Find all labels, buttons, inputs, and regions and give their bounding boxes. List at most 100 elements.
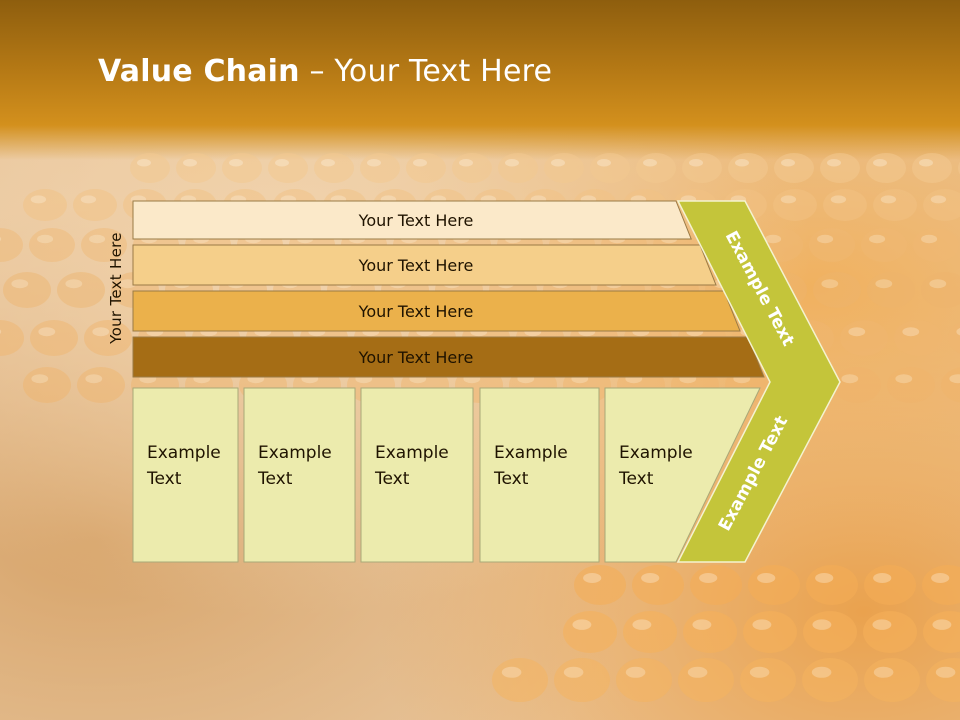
- corn-kernel: [823, 189, 867, 221]
- kernel-highlight: [902, 327, 920, 337]
- activity-column-reflection: [132, 565, 239, 720]
- corn-kernel: [29, 228, 75, 262]
- chain-bar: [132, 336, 765, 378]
- activity-column-reflection: [360, 565, 474, 720]
- corn-kernel: [748, 565, 800, 605]
- activity-column-reflection-line1: Example: [258, 665, 332, 685]
- corn-kernel: [636, 153, 676, 183]
- corn-kernel: [0, 228, 23, 262]
- kernel-highlight: [873, 159, 887, 167]
- corn-kernel: [948, 322, 960, 354]
- corn-kernel: [73, 189, 117, 221]
- reflection: ExampleTextExampleTextExampleTextExample…: [132, 565, 827, 720]
- kernel-highlight: [30, 195, 47, 204]
- margin-arrow: [676, 200, 841, 563]
- kernel-highlight: [643, 159, 657, 167]
- activity-column-reflection-line1: Example: [619, 665, 693, 685]
- kernel-highlight: [275, 159, 289, 167]
- activity-column-label-line2: Text: [618, 469, 654, 489]
- corn-kernel: [222, 153, 262, 183]
- kernel-highlight: [183, 159, 197, 167]
- corn-kernel: [0, 320, 24, 356]
- corn-kernel: [590, 153, 630, 183]
- activity-column: [243, 387, 356, 563]
- kernel-highlight: [0, 236, 2, 242]
- kernel-highlight: [119, 279, 137, 289]
- kernel-highlight: [873, 666, 894, 678]
- activity-column-reflection-line1: Example: [147, 665, 221, 685]
- kernel-highlight: [812, 619, 832, 630]
- corn-kernel: [774, 153, 814, 183]
- chain-bar-label: Your Text Here: [358, 256, 474, 275]
- corn-kernel: [887, 367, 935, 403]
- corn-kernel: [863, 611, 917, 653]
- corn-kernel: [57, 272, 105, 308]
- corn-kernel: [130, 153, 170, 183]
- corn-kernel: [773, 189, 817, 221]
- activity-column-reflection: [243, 565, 356, 720]
- kernel-highlight: [873, 573, 892, 583]
- kernel-highlight: [935, 666, 956, 678]
- kernel-highlight: [597, 159, 611, 167]
- corn-kernel: [864, 658, 920, 702]
- corn-kernel: [77, 367, 125, 403]
- corn-kernel: [941, 367, 960, 403]
- kernel-highlight: [0, 329, 2, 335]
- kernel-highlight: [811, 666, 832, 678]
- kernel-highlight: [765, 234, 782, 244]
- corn-kernel: [406, 153, 446, 183]
- kernel-highlight: [929, 279, 947, 289]
- activity-column-reflection: [604, 565, 751, 720]
- kernel-highlight: [821, 279, 839, 289]
- activity-column-label-line1: Example: [375, 443, 449, 463]
- title-bold: Value Chain: [98, 54, 300, 89]
- kernel-highlight: [830, 195, 847, 204]
- corn-kernel: [23, 189, 67, 221]
- corn-kernel: [81, 228, 127, 262]
- corn-kernel: [30, 320, 78, 356]
- kernel-highlight: [85, 374, 103, 384]
- kernel-highlight: [321, 159, 335, 167]
- corn-kernel: [682, 153, 722, 183]
- kernel-highlight: [31, 374, 49, 384]
- corn-kernel: [864, 565, 916, 605]
- activity-column-label-line2: Text: [257, 469, 293, 489]
- kernel-highlight: [956, 328, 960, 336]
- kernel-highlight: [841, 374, 859, 384]
- corn-kernel: [803, 611, 857, 653]
- activity-column-reflection-line2: Text: [618, 639, 654, 659]
- corn-kernel: [498, 153, 538, 183]
- activity-column-reflection-line2: Text: [257, 639, 293, 659]
- kernel-highlight: [11, 279, 29, 289]
- corn-kernel: [809, 228, 855, 262]
- corn-kernel: [840, 320, 888, 356]
- corn-kernel: [923, 611, 960, 653]
- kernel-highlight: [92, 327, 110, 337]
- kernel-highlight: [505, 159, 519, 167]
- corn-kernel: [867, 272, 915, 308]
- kernel-highlight: [551, 159, 565, 167]
- chain-bar-label: Your Text Here: [358, 211, 474, 230]
- chain-bar: [132, 290, 741, 332]
- corn-kernel: [912, 153, 952, 183]
- activity-column-label-line1: Example: [494, 443, 568, 463]
- corn-kernel: [806, 565, 858, 605]
- corn-kernel: [452, 153, 492, 183]
- corn-kernel: [802, 658, 858, 702]
- kernel-highlight: [781, 159, 795, 167]
- corn-kernel: [544, 153, 584, 183]
- kernel-highlight: [689, 159, 703, 167]
- kernel-highlight: [931, 573, 950, 583]
- kernel-highlight: [37, 234, 54, 244]
- corn-kernel: [23, 367, 71, 403]
- kernel-highlight: [735, 159, 749, 167]
- activity-column: [604, 387, 761, 563]
- kernel-highlight: [780, 195, 797, 204]
- activity-column-label-line2: Text: [374, 469, 410, 489]
- corn-kernel: [3, 272, 51, 308]
- corn-kernel: [176, 153, 216, 183]
- title-rest: – Your Text Here: [299, 54, 553, 89]
- corn-kernel: [861, 228, 907, 262]
